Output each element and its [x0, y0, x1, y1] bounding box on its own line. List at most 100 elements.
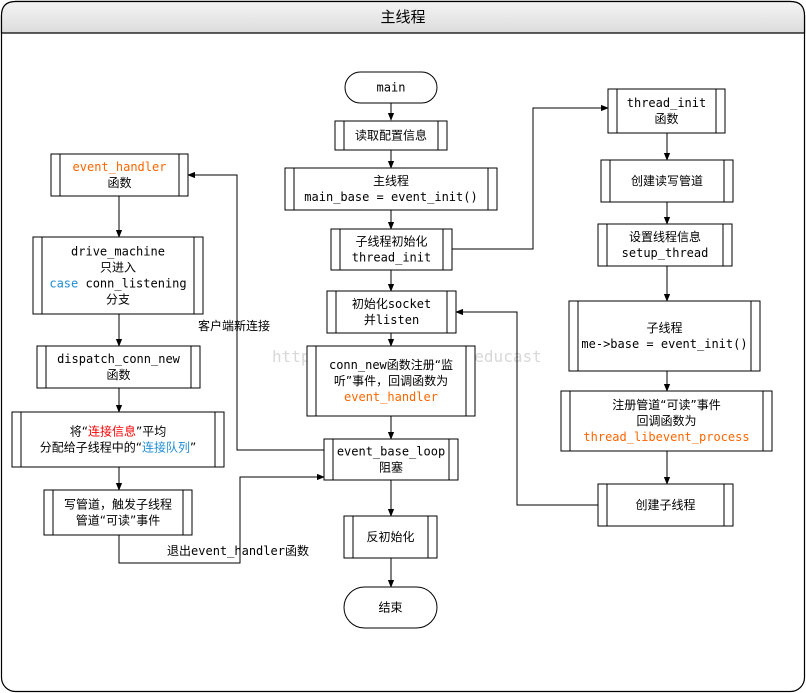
node-write-pipe-line-0: 写管道，触发子线程	[64, 497, 172, 512]
node-register-pipe-line-0-seg-0: 注册管道“可读”事件	[612, 397, 720, 412]
node-main-line-0-seg-0: main	[377, 81, 406, 95]
node-dispatch-line-0-seg-0: dispatch_conn_new	[57, 352, 181, 366]
node-child-init: 子线程初始化 thread_init	[330, 228, 453, 271]
node-child-init-line-0: 子线程初始化	[355, 234, 427, 249]
node-conn-new-shape	[306, 345, 476, 417]
node-conn-new-line-2: event_handler	[344, 390, 438, 404]
node-event-handler-shape	[50, 153, 189, 197]
node-thread-init-line-1-seg-0: 函数	[654, 111, 678, 126]
node-child-thread-shape	[568, 300, 761, 372]
node-create-pipe: 创建读写管道	[600, 159, 734, 203]
node-write-pipe-line-1-seg-0: 管道“可读”事件	[76, 513, 160, 528]
node-setup-thread-line-1-seg-0: setup_thread	[622, 246, 709, 260]
node-dispatch: dispatch_conn_new函数	[36, 345, 201, 389]
node-drive-machine-line-3: 分支	[106, 293, 130, 307]
node-init-socket-line-0-seg-0: 初始化	[352, 297, 388, 311]
edge-label-new-connection: 客户端新连接	[198, 318, 270, 333]
node-child-thread-line-1-seg-0: me->base = event_init()	[581, 337, 747, 351]
edge-create-child-to-init-socket	[455, 308, 598, 506]
node-main-thread-line-1-seg-0: main_base = event_init()	[304, 190, 477, 204]
diagram-title: 主线程	[380, 8, 425, 26]
edge-event-loop-to-event-handler	[187, 171, 324, 451]
node-create-pipe-shape	[600, 159, 734, 203]
node-event-handler-line-1-seg-0: 函数	[107, 175, 131, 190]
node-event-handler-line-0-seg-0: event_handler	[73, 160, 167, 174]
node-event-handler-line-0: event_handler	[73, 160, 167, 174]
node-child-thread-line-0: 子线程	[646, 320, 682, 335]
node-event-loop-line-0: event_base_loop	[337, 445, 445, 459]
node-register-pipe-line-2: thread_libevent_process	[583, 430, 749, 444]
node-distribute-shape	[11, 411, 225, 468]
node-event-handler-line-1: 函数	[107, 175, 131, 190]
node-event-loop-shape	[323, 438, 459, 481]
node-drive-machine-shape	[32, 236, 204, 315]
node-event-loop-line-0-seg-0: event_base_loop	[337, 445, 445, 459]
node-conn-new-line-0: conn_new函数注册“监	[329, 357, 453, 372]
node-main-thread-line-0: 主线程	[373, 173, 409, 188]
node-register-pipe-line-0: 注册管道“可读”事件	[612, 397, 720, 412]
node-deinit: 反初始化	[343, 515, 438, 559]
node-create-child-shape	[597, 483, 734, 527]
node-register-pipe-line-2-seg-0: thread_libevent_process	[583, 430, 749, 444]
node-main-line-0: main	[377, 81, 406, 95]
node-end-line-0-seg-0: 结束	[378, 601, 402, 615]
node-child-thread-line-0-seg-0: 子线程	[646, 320, 682, 335]
node-child-thread: 子线程 me->base = event_init()	[568, 300, 761, 372]
node-init-socket-line-0: 初始化socket	[352, 297, 431, 311]
node-child-init-line-0-seg-0: 子线程初始化	[355, 234, 427, 249]
node-init-socket: 初始化socket 并listen	[326, 290, 457, 334]
node-distribute-line-0-seg-0: 将“	[70, 425, 88, 439]
node-init-socket-line-1-seg-0: 并	[364, 313, 376, 327]
node-init-socket-shape	[326, 290, 457, 334]
node-conn-new: conn_new函数注册“监听”事件，回调函数为 event_handler	[306, 345, 476, 417]
node-main-thread: 主线程 main_base = event_init()	[284, 167, 498, 211]
title-bar	[0, 0, 806, 34]
node-dispatch-line-1: 函数	[106, 367, 130, 382]
node-init-socket-line-1: 并listen	[364, 313, 419, 327]
node-conn-new-line-0-seg-0: conn_new	[329, 358, 388, 372]
node-main-shape	[344, 71, 438, 104]
edge-child-init-to-thread-init	[452, 104, 609, 250]
node-drive-machine-line-0: drive_machine	[71, 245, 165, 259]
node-event-loop-line-1: 阻塞	[379, 460, 403, 475]
node-register-pipe-line-1: 回调函数为	[636, 413, 696, 428]
node-dispatch-line-1-seg-0: 函数	[106, 367, 130, 382]
node-conn-new-line-2-seg-0: event_handler	[344, 390, 438, 404]
node-end-line-0: 结束	[378, 601, 402, 615]
node-register-pipe-line-1-seg-0: 回调函数为	[636, 413, 696, 428]
node-end: 结束	[343, 586, 438, 629]
node-deinit-shape	[343, 515, 438, 559]
node-conn-new-line-0-seg-1: 函数注册“监	[387, 357, 453, 372]
node-distribute-line-1-seg-2: ”	[190, 441, 196, 455]
node-conn-new-line-1-seg-0: 听”事件，回调函数为	[334, 373, 448, 388]
node-distribute-line-0-seg-1: 连接信息	[88, 424, 136, 439]
node-write-pipe-line-0-seg-0: 写管道，触发子线程	[64, 497, 172, 512]
node-distribute-line-0-seg-2: ”平均	[136, 425, 166, 439]
node-init-socket-line-1-seg-1: listen	[376, 313, 419, 327]
node-create-child-line-0-seg-0: 创建子线程	[635, 497, 695, 512]
node-read-config-line-0-seg-0: 读取配置信息	[355, 128, 427, 143]
edge-label-exit-handler: 退出event_handler函数	[167, 543, 309, 558]
node-drive-machine-line-0-seg-0: drive_machine	[71, 245, 165, 259]
node-child-thread-line-1: me->base = event_init()	[581, 337, 747, 351]
node-setup-thread-line-1: setup_thread	[622, 246, 709, 260]
node-distribute-line-0: 将“连接信息”平均	[70, 424, 166, 439]
node-register-pipe-shape	[560, 390, 773, 452]
node-create-pipe-line-0-seg-0: 创建读写管道	[631, 173, 703, 188]
node-child-init-line-1: thread_init	[352, 251, 431, 265]
node-distribute-line-1: 分配给子线程中的“连接队列”	[40, 440, 196, 455]
node-drive-machine-line-2-seg-1: conn_listening	[85, 277, 186, 291]
edge-label-exit-handler-seg-2: 函数	[285, 543, 309, 558]
node-event-loop-line-1-seg-0: 阻塞	[379, 460, 403, 475]
node-thread-init-line-0-seg-0: thread_init	[627, 96, 706, 110]
node-read-config: 读取配置信息	[334, 120, 448, 151]
node-setup-thread-shape	[597, 223, 733, 267]
node-end-shape	[343, 586, 438, 629]
node-write-pipe-shape	[43, 489, 193, 536]
node-child-init-shape	[330, 228, 453, 271]
